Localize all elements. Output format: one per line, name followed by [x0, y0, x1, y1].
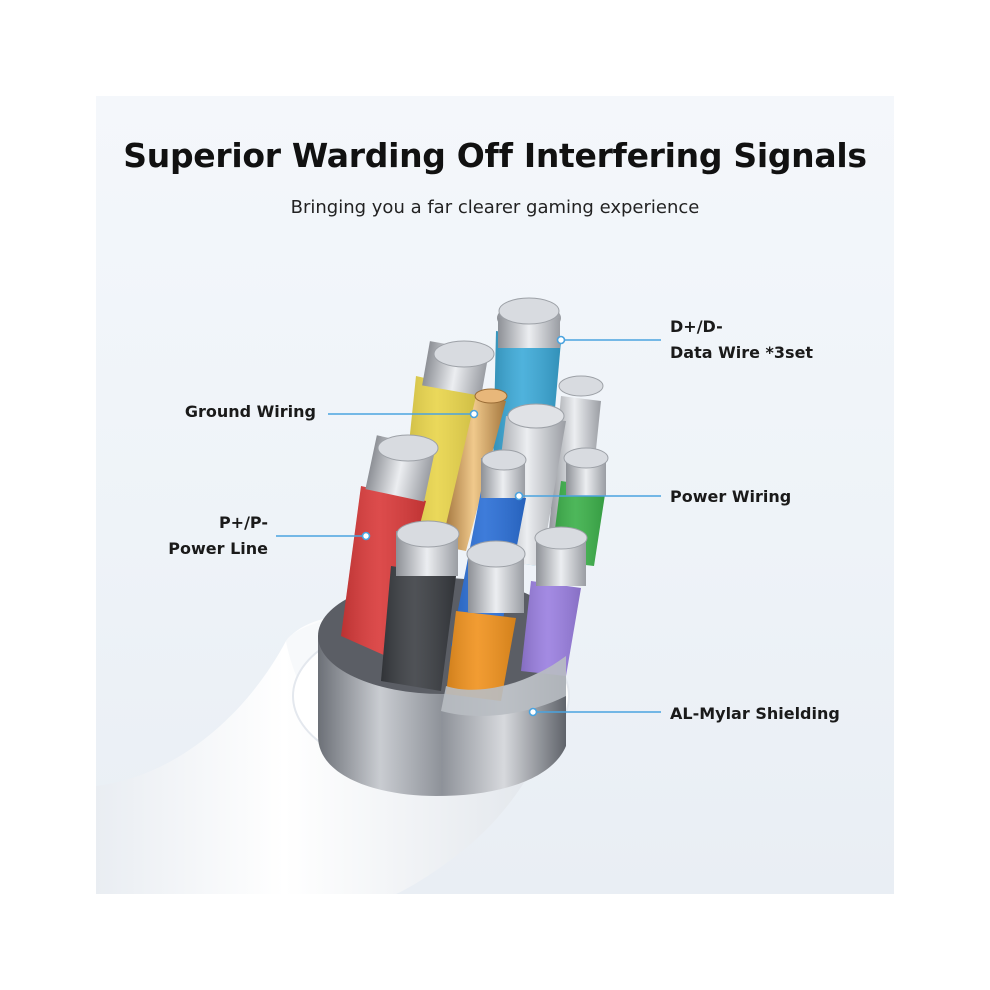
- cable-illustration: [96, 297, 661, 894]
- callout-data-wire-line1: D+/D-: [670, 317, 723, 336]
- callout-power-line-line2: Power Line: [168, 539, 268, 558]
- wires: [341, 297, 609, 716]
- callout-power-wiring: Power Wiring: [670, 484, 791, 510]
- page-title: Superior Warding Off Interfering Signals: [123, 136, 867, 175]
- callout-ground-wiring-line1: Ground Wiring: [184, 402, 316, 421]
- callout-shielding: AL-Mylar Shielding: [670, 701, 840, 727]
- callout-shielding-line1: AL-Mylar Shielding: [670, 704, 840, 723]
- leader-lines: [276, 335, 661, 717]
- callout-data-wire: D+/D- Data Wire *3set: [670, 314, 813, 366]
- callout-data-wire-line2: Data Wire *3set: [670, 343, 814, 362]
- callout-ground-wiring: Ground Wiring: [185, 399, 316, 425]
- inner-foil-wrap: [441, 656, 566, 716]
- callout-power-wiring-line1: Power Wiring: [670, 487, 792, 506]
- page-subtitle: Bringing you a far clearer gaming experi…: [290, 197, 700, 218]
- callout-power-line-line1: P+/P-: [218, 513, 268, 532]
- product-panel: Superior Warding Off Interfering Signals…: [96, 96, 894, 894]
- wire-copper: [441, 396, 506, 551]
- callout-power-line: P+/P- Power Line: [168, 510, 268, 562]
